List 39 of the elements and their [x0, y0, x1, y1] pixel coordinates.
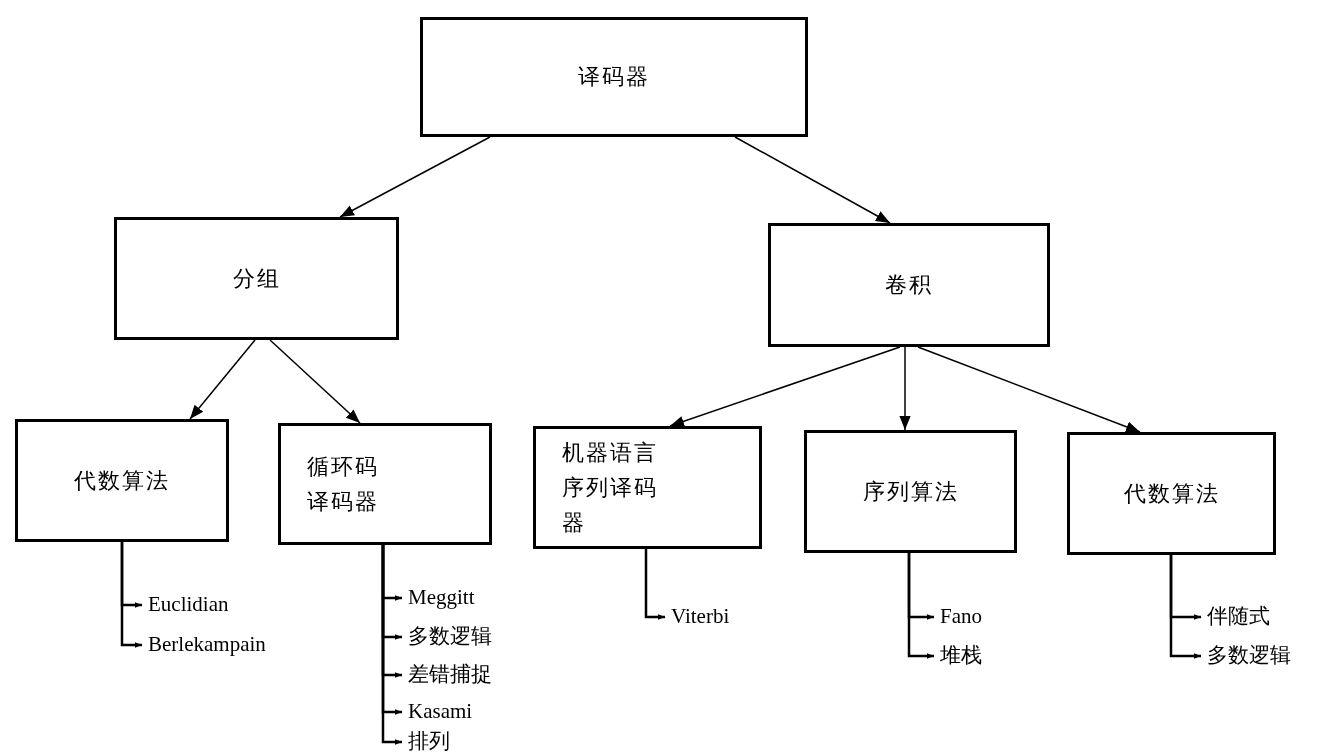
category-label: 卷积 [885, 271, 933, 300]
category-label: 机器语言序列译码器 [562, 438, 659, 538]
algorithm-label: Berlekampain [148, 634, 266, 655]
category-label: 译码器 [578, 63, 650, 92]
category-box [804, 430, 1017, 553]
algorithm-label: 差错捕捉 [408, 664, 492, 685]
algorithm-label: 堆栈 [940, 645, 982, 666]
algorithm-label: 多数逻辑 [1207, 645, 1291, 666]
arrow [120, 542, 142, 648]
category-box [114, 217, 399, 340]
algorithm-label: Meggitt [408, 587, 475, 608]
arrow [907, 553, 934, 659]
algorithm-label: Fano [940, 606, 982, 627]
arrow [669, 346, 901, 427]
category-box [278, 423, 492, 545]
category-box [420, 17, 808, 137]
arrow [1169, 555, 1201, 659]
category-label: 序列算法 [862, 477, 959, 506]
algorithm-label: 伴随式 [1207, 606, 1270, 627]
category-label: 代数算法 [1123, 479, 1220, 508]
arrow [899, 346, 911, 431]
arrow [734, 136, 891, 224]
algorithm-label: Euclidian [148, 594, 229, 615]
category-label: 代数算法 [74, 466, 170, 495]
category-label: 循环码译码器 [307, 452, 380, 516]
category-box [15, 419, 229, 542]
algorithm-label: 排列 [408, 731, 450, 752]
algorithm-label: Viterbi [671, 606, 730, 627]
arrow [269, 339, 361, 424]
arrow [917, 346, 1141, 433]
arrow [644, 549, 665, 620]
category-box [533, 426, 762, 549]
arrow [339, 136, 491, 218]
category-box [768, 223, 1050, 347]
category-box [1067, 432, 1276, 555]
category-label: 分组 [232, 264, 281, 293]
algorithm-label: 多数逻辑 [408, 626, 492, 647]
algorithm-label: Kasami [408, 701, 473, 722]
arrow [189, 339, 256, 420]
